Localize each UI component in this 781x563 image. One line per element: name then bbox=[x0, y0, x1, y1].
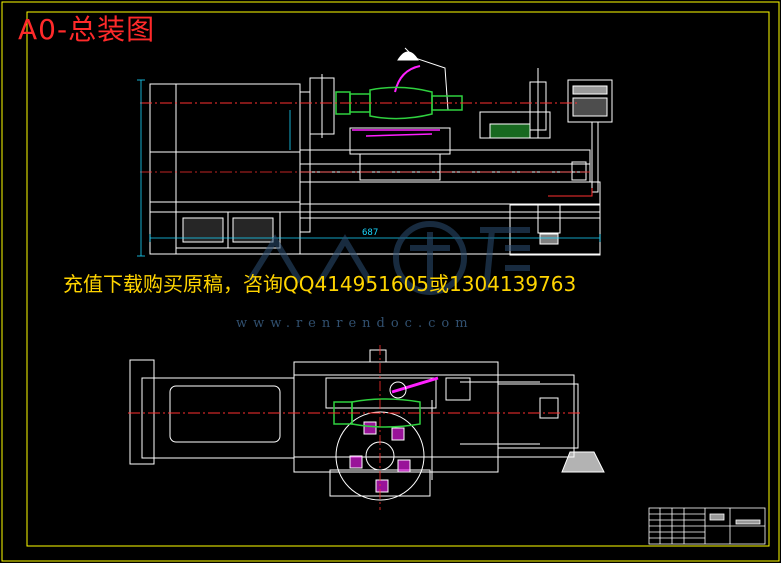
lathe-bed bbox=[299, 149, 591, 165]
headstock-cabinet bbox=[149, 83, 301, 255]
turret bbox=[335, 411, 425, 501]
feed-rod-highlight bbox=[352, 129, 440, 137]
control-panel bbox=[567, 79, 613, 123]
watermark-logo bbox=[247, 221, 530, 295]
dimension-lines bbox=[137, 79, 601, 257]
inner-frame bbox=[26, 11, 770, 547]
drawing-title: A0-总装图 bbox=[18, 13, 156, 46]
dimension-label: 687 bbox=[362, 228, 379, 238]
title-block bbox=[648, 507, 766, 545]
watermark-url: www.renrendoc.com bbox=[236, 316, 474, 331]
tool-post-base bbox=[561, 451, 605, 473]
top-view bbox=[129, 349, 605, 497]
front-view bbox=[149, 47, 613, 256]
headstock-top bbox=[141, 377, 295, 459]
download-banner: 充值下载购买原稿，咨询QQ414951605或1304139763 bbox=[63, 272, 577, 296]
